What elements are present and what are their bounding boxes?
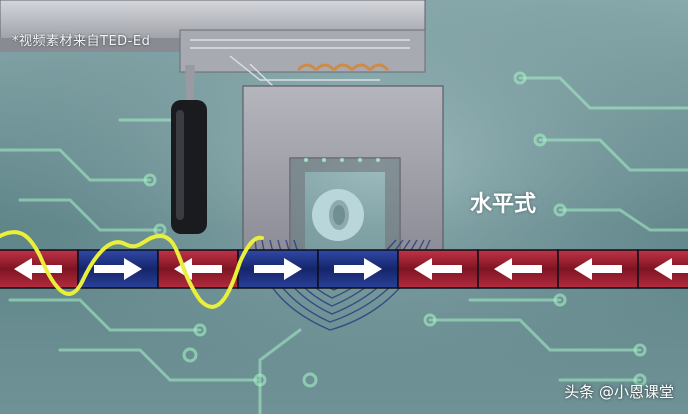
bit-zero-glyph bbox=[312, 189, 364, 241]
arrow-right-icon bbox=[334, 258, 382, 280]
source-caption: *视频素材来自TED-Ed bbox=[12, 34, 151, 49]
arrow-left-icon bbox=[494, 258, 542, 280]
track-cell bbox=[557, 249, 639, 289]
arrow-right-icon bbox=[94, 258, 142, 280]
arrow-right-icon bbox=[254, 258, 302, 280]
track-cell bbox=[397, 249, 479, 289]
circuit-traces bbox=[0, 76, 688, 414]
track-cell bbox=[0, 249, 79, 289]
arrow-left-icon bbox=[414, 258, 462, 280]
track-cell bbox=[237, 249, 319, 289]
track-cell bbox=[637, 249, 688, 289]
mode-label: 水平式 bbox=[470, 192, 537, 217]
track-cell bbox=[477, 249, 559, 289]
arrow-left-icon bbox=[654, 258, 688, 280]
arrow-left-icon bbox=[14, 258, 62, 280]
track-cell bbox=[317, 249, 399, 289]
track-cell bbox=[77, 249, 159, 289]
track-cell bbox=[157, 249, 239, 289]
watermark: 头条 @小恩课堂 bbox=[564, 383, 674, 401]
coil bbox=[296, 53, 390, 152]
magnetic-track bbox=[0, 249, 688, 289]
signal-wave bbox=[0, 230, 264, 309]
arrow-left-icon bbox=[574, 258, 622, 280]
